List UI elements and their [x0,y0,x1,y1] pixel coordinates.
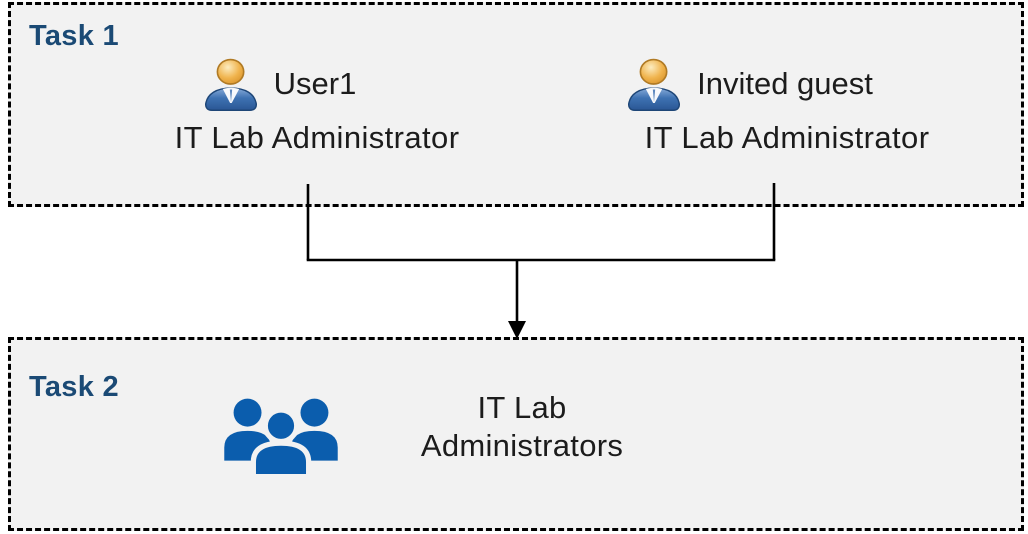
user-icon [625,55,683,113]
user-card-invited-guest: Invited guest IT Lab Administrator [607,53,967,156]
group-name: IT Lab Administrators [420,390,624,463]
user-card-user1: User1 IT Lab Administrator [137,53,497,156]
user-icon [202,55,260,113]
user1-role: IT Lab Administrator [174,120,460,155]
task2-label: Task 2 [29,371,119,403]
task2-box: Task 2 IT Lab Administrators [8,337,1024,531]
task1-label: Task 1 [29,20,119,52]
task1-box: Task 1 [8,2,1024,207]
user1-icon-name-row: User1 [202,53,357,115]
user1-name: User1 [273,66,357,101]
group-icon [217,392,345,490]
guest-name: Invited guest [697,66,873,101]
guest-icon-name-row: Invited guest [625,53,873,115]
guest-role: IT Lab Administrator [644,120,930,155]
